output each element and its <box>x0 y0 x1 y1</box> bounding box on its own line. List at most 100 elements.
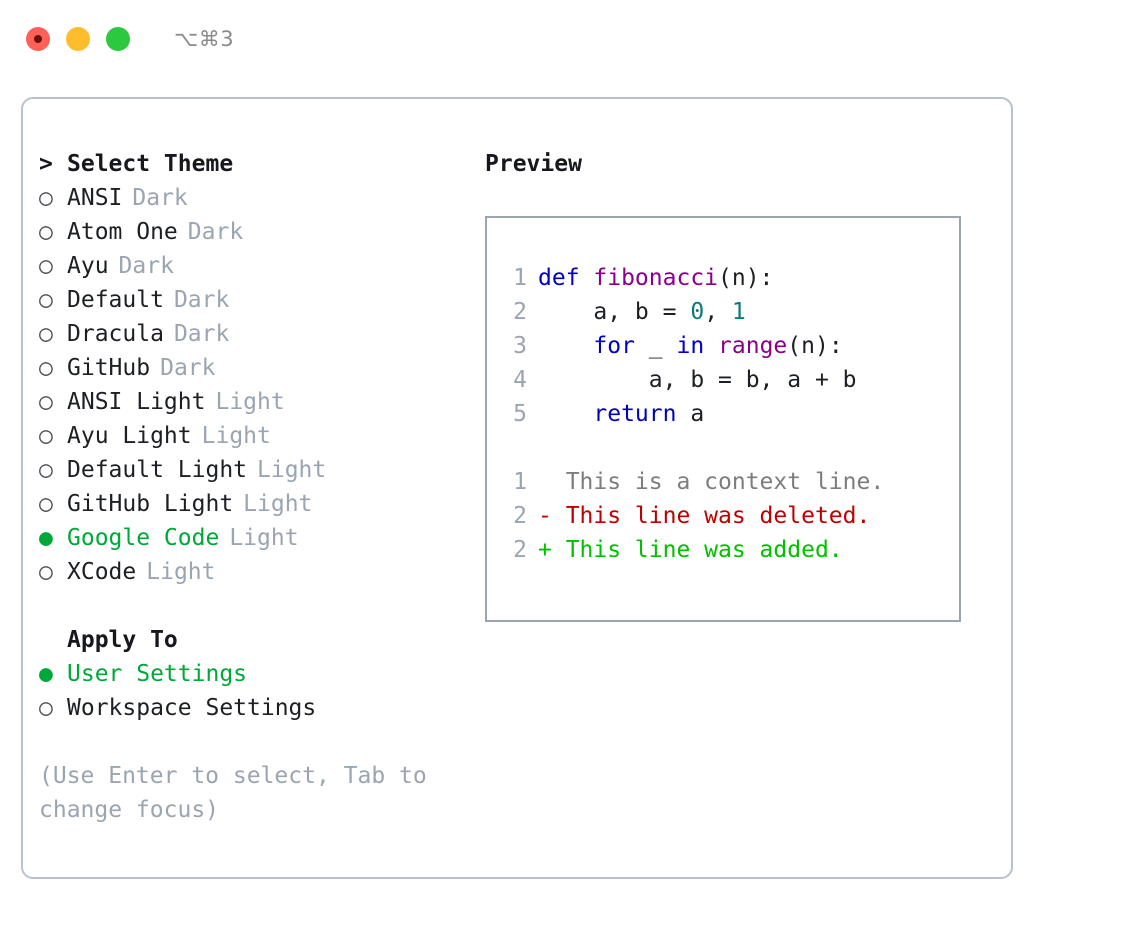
keyboard-hint-text: (Use Enter to select, Tab to change focu… <box>39 763 441 823</box>
radio-icon[interactable]: ○ <box>39 423 53 449</box>
radio-icon[interactable]: ○ <box>39 185 53 211</box>
theme-option-default-dark[interactable]: ○ Default Dark <box>39 283 485 317</box>
code-line: 5 return a <box>501 397 959 431</box>
code-token-function: fibonacci <box>593 265 719 291</box>
theme-option-badge: Dark <box>187 219 244 245</box>
list-spacer <box>39 589 485 623</box>
traffic-light-group <box>26 27 130 51</box>
code-token-function: range <box>718 333 788 359</box>
code-token-text: a, b = b, a + b <box>538 367 857 393</box>
theme-option-label: ANSI Light <box>67 389 206 415</box>
diff-line-text: - This line was deleted. <box>538 503 871 529</box>
theme-option-label: Dracula <box>67 321 164 347</box>
radio-icon[interactable]: ○ <box>39 457 53 483</box>
preview-column: Preview 1 def fibonacci (n): 2 a, b = 0 … <box>485 147 995 622</box>
theme-selector-panel: > Select Theme ○ ANSI Dark ○ Atom One Da… <box>21 97 1013 879</box>
page-title: Select Theme <box>67 151 234 177</box>
theme-option-xcode-light[interactable]: ○ XCode Light <box>39 555 485 589</box>
radio-icon[interactable]: ○ <box>39 355 53 381</box>
code-token-text: a <box>676 401 705 427</box>
code-token-text: (n): <box>787 333 843 359</box>
theme-option-ansi-dark[interactable]: ○ ANSI Dark <box>39 181 485 215</box>
theme-option-badge: Dark <box>118 253 174 279</box>
theme-option-ansi-light[interactable]: ○ ANSI Light Light <box>39 385 485 419</box>
theme-option-label: GitHub Light <box>67 491 234 517</box>
diff-line-text: + This line was added. <box>538 537 843 563</box>
code-token-text <box>538 397 593 431</box>
window-titlebar: ⌥⌘3 <box>0 0 1140 78</box>
theme-option-atom-one-dark[interactable]: ○ Atom One Dark <box>39 215 485 249</box>
line-number: 4 <box>513 367 527 393</box>
line-number: 1 <box>513 469 527 495</box>
theme-option-badge: Dark <box>173 321 230 347</box>
theme-option-badge: Dark <box>173 287 230 313</box>
radio-icon[interactable]: ○ <box>39 389 53 415</box>
theme-option-label: Ayu <box>67 253 109 279</box>
apply-to-label: Apply To <box>67 627 178 653</box>
code-token-keyword: for <box>593 333 635 359</box>
line-number: 2 <box>513 503 527 529</box>
radio-icon[interactable]: ○ <box>39 287 53 313</box>
apply-to-option-label: Workspace Settings <box>67 695 317 721</box>
code-token-text: (n): <box>718 265 774 291</box>
code-token-text <box>538 329 593 363</box>
code-blank-line <box>501 431 959 465</box>
radio-icon[interactable]: ○ <box>39 491 53 517</box>
theme-option-github-dark[interactable]: ○ GitHub Dark <box>39 351 485 385</box>
theme-option-label: Default Light <box>67 457 248 483</box>
theme-option-label: Default <box>67 287 164 313</box>
theme-option-badge: Light <box>257 457 327 483</box>
theme-option-label: Atom One <box>67 219 178 245</box>
theme-option-label: ANSI <box>67 185 123 211</box>
theme-option-default-light[interactable]: ○ Default Light Light <box>39 453 485 487</box>
theme-option-label: XCode <box>67 559 137 585</box>
code-line: 2 a, b = 0 , 1 <box>501 295 959 329</box>
minimize-window-button[interactable] <box>66 27 90 51</box>
radio-icon[interactable]: ○ <box>39 219 53 245</box>
theme-column: > Select Theme ○ ANSI Dark ○ Atom One Da… <box>23 147 485 827</box>
code-token-number: 0 <box>690 299 705 325</box>
theme-option-ayu-light[interactable]: ○ Ayu Light Light <box>39 419 485 453</box>
radio-icon[interactable]: ○ <box>39 321 53 347</box>
theme-option-ayu-dark[interactable]: ○ Ayu Dark <box>39 249 485 283</box>
code-token-text: , <box>704 299 732 325</box>
code-line: 3 for _ in range (n): <box>501 329 959 363</box>
radio-selected-icon[interactable]: ● <box>39 525 53 551</box>
code-line: 1 def fibonacci (n): <box>501 261 959 295</box>
diff-line-added: 2 + This line was added. <box>501 533 959 567</box>
radio-icon[interactable]: ○ <box>39 253 53 279</box>
diff-line-deleted: 2 - This line was deleted. <box>501 499 959 533</box>
diff-line-context: 1 This is a context line. <box>501 465 959 499</box>
code-preview-box: 1 def fibonacci (n): 2 a, b = 0 , 1 3 <box>485 216 961 622</box>
theme-option-badge: Light <box>229 525 299 551</box>
line-number: 5 <box>513 401 527 427</box>
window-shortcut-title: ⌥⌘3 <box>174 27 235 51</box>
theme-option-google-code[interactable]: ● Google Code Light <box>39 521 485 555</box>
apply-to-option-user-settings[interactable]: ● User Settings <box>39 657 485 691</box>
code-token-keyword: return <box>593 401 677 427</box>
apply-to-header: Apply To <box>39 623 485 657</box>
select-theme-header: > Select Theme <box>39 147 485 181</box>
theme-option-badge: Dark <box>132 185 188 211</box>
theme-option-github-light[interactable]: ○ GitHub Light Light <box>39 487 485 521</box>
line-number: 3 <box>513 333 527 359</box>
preview-title: Preview <box>485 151 582 177</box>
code-token-keyword: in <box>676 333 705 359</box>
theme-option-dracula-dark[interactable]: ○ Dracula Dark <box>39 317 485 351</box>
panel-columns: > Select Theme ○ ANSI Dark ○ Atom One Da… <box>23 99 1011 827</box>
maximize-window-button[interactable] <box>106 27 130 51</box>
diff-line-text: This is a context line. <box>538 469 885 495</box>
apply-to-option-workspace-settings[interactable]: ○ Workspace Settings <box>39 691 485 725</box>
theme-option-badge: Light <box>215 389 285 415</box>
radio-icon[interactable]: ○ <box>39 559 53 585</box>
theme-option-badge: Light <box>243 491 313 517</box>
radio-selected-icon[interactable]: ● <box>39 661 53 687</box>
theme-option-badge: Dark <box>160 355 216 381</box>
line-number: 2 <box>513 537 527 563</box>
code-token-text <box>704 329 718 363</box>
apply-to-option-label: User Settings <box>67 661 248 687</box>
radio-icon[interactable]: ○ <box>39 695 53 721</box>
theme-option-badge: Light <box>201 423 271 449</box>
theme-option-label: GitHub <box>67 355 151 381</box>
close-window-button[interactable] <box>26 27 50 51</box>
